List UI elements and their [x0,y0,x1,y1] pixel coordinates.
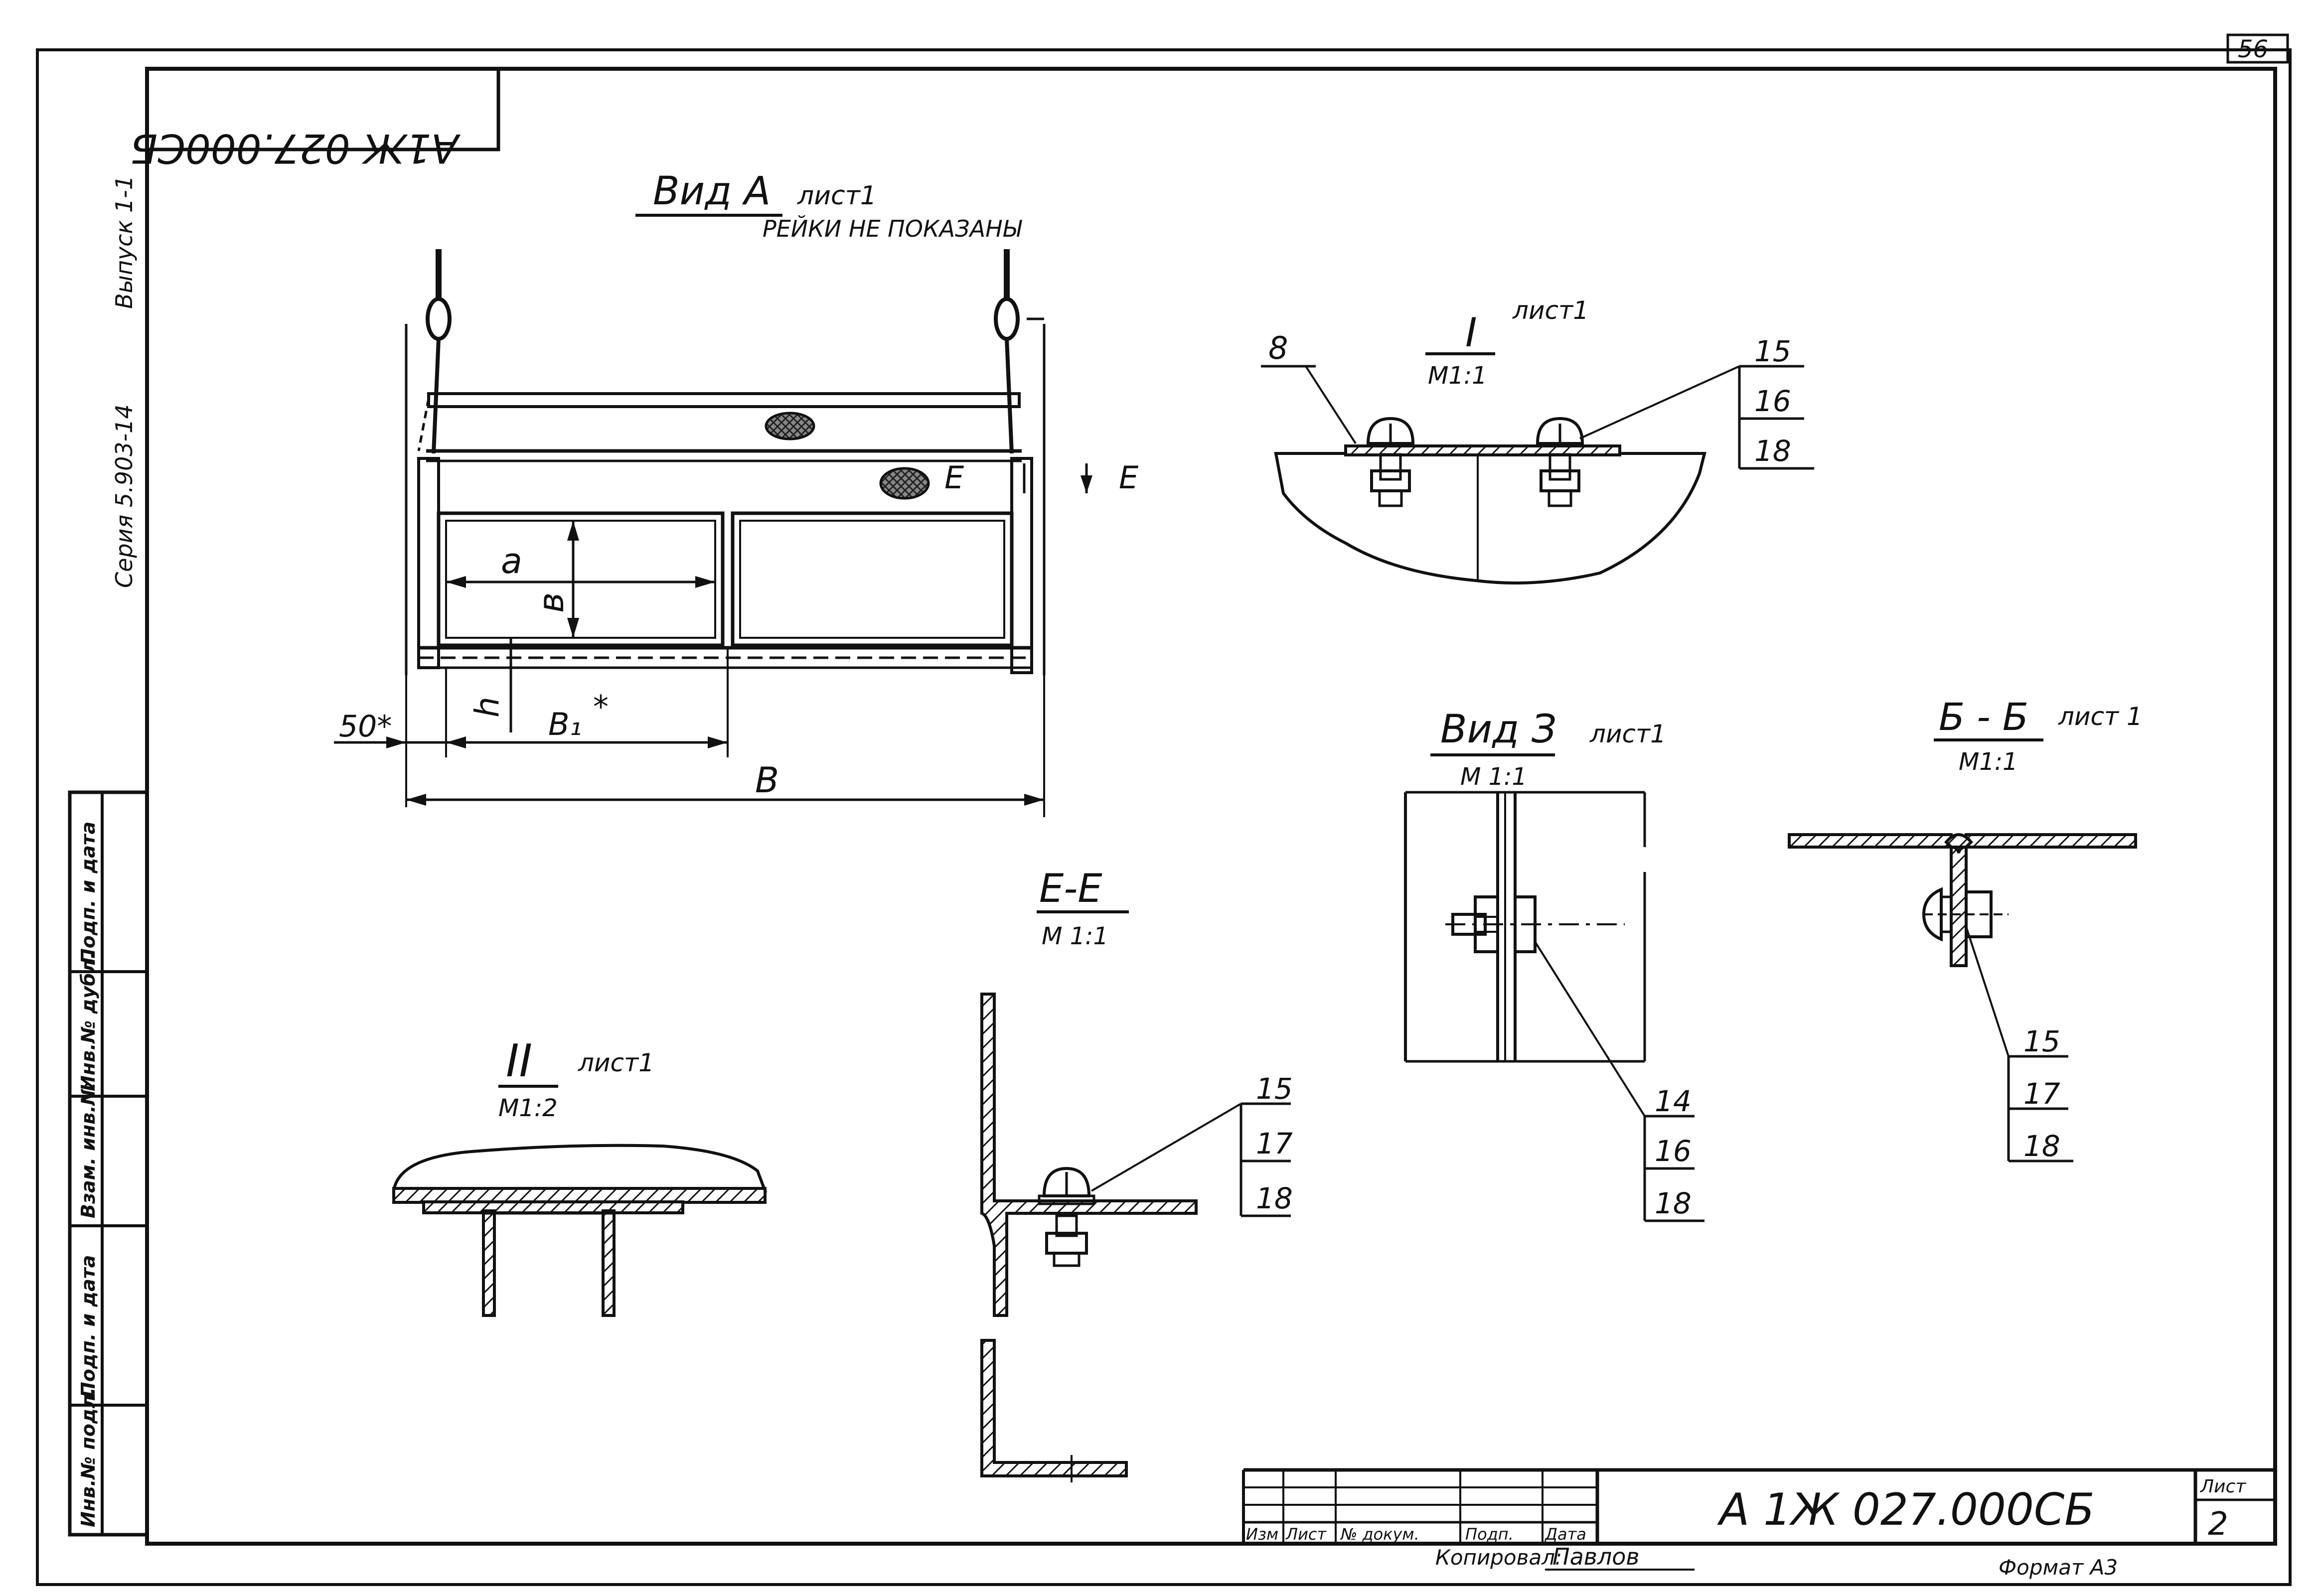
dim-total-b: B [755,760,779,801]
detail-1-callout-16: 16 [1754,384,1791,418]
inner-frame [145,67,2277,1546]
title-block: Изм Лист № докум. Подп. Дата А 1Ж 027.00… [1242,1468,2275,1580]
dim-b1-star: * [593,689,609,725]
section-ee-angle-bottom [980,1339,1128,1477]
dim-b: в [531,592,572,613]
detail-1-bolt-left [1366,417,1415,507]
section-ee: Е-Е М 1:1 15 17 18 [980,867,1293,1482]
hanger-left [417,249,452,454]
side-series: Серия 5.903-14 [111,404,138,588]
hanger-right [994,249,1020,454]
detail-1-label-8: 8 [1268,330,1288,366]
section-mark-e: Е [944,459,964,496]
view-3-title: Вид З [1440,707,1556,752]
section-ee-callout-18: 18 [1256,1181,1293,1215]
view-3-callout-16: 16 [1655,1134,1692,1168]
stamp-col-5: Подп. и дата [77,822,99,964]
section-ee-callout-17: 17 [1256,1127,1293,1161]
stamp-col-4: Инв.№ дубл. [77,952,99,1091]
detail-1-callouts: 15 16 18 [1738,334,1814,470]
section-bb-tee [1788,833,2137,967]
view-3-callouts: 14 16 18 [1643,1084,1704,1222]
view-3-sheet: лист1 [1589,720,1666,748]
section-bb-title: Б - Б [1939,695,2028,739]
mesh-patch [879,467,930,500]
detail-1-bolt-right [1536,417,1584,507]
tb-sheet-label: Лист [2199,1476,2246,1497]
mesh-patch [765,412,815,440]
detail-2-title: II [506,1035,532,1087]
tb-header-izm: Изм [1246,1525,1278,1544]
section-bb: Б - Б лист 1 М1:1 15 17 18 [1788,695,2143,1163]
side-stamp: Серия 5.903-14 Выпуск 1-1 [111,175,138,588]
view-3-callout-14: 14 [1655,1084,1692,1118]
mirrored-code: А1Ж 027.000СБ [130,125,461,171]
dim-50: 50* [339,709,392,744]
view-a-title: Вид А [653,169,771,214]
page-number-box: 56 [2226,33,2289,64]
detail-1-plate [1344,444,1621,456]
stamp-col-2: Подп. и дата [77,1255,99,1398]
section-bb-bolt [1922,887,2009,942]
tb-code: А 1Ж 027.000СБ [1717,1484,2095,1535]
view-a-note: РЕЙКИ НЕ ПОКАЗАНЫ [763,215,1023,242]
tb-sheet-number: 2 [2208,1506,2228,1543]
mirrored-code-box: А1Ж 027.000СБ [130,69,500,171]
section-ee-bolt [1038,1166,1095,1267]
tb-header-sign: Подп. [1465,1525,1514,1544]
left-stamp: Инв.№ подл. Подп. и дата Взам. инв.№ Инв… [68,790,149,1537]
view-3: Вид З лист1 М 1:1 14 16 18 [1404,707,1704,1222]
tb-format: Формат А3 [1999,1555,2118,1580]
tb-copied-label: Копировал: [1435,1545,1562,1570]
section-ee-scale: М 1:1 [1042,922,1108,950]
view-3-bolt [1451,895,1537,953]
detail-1-scale: М1:1 [1428,362,1487,390]
detail-1-title: I [1465,309,1477,356]
view-3-callout-18: 18 [1655,1186,1692,1220]
tb-header-date: Дата [1544,1525,1586,1544]
section-bb-callout-15: 15 [2023,1024,2060,1058]
section-bb-sheet: лист 1 [2058,702,2143,731]
page-number: 56 [2238,35,2268,63]
detail-2-scale: М1:2 [498,1094,558,1122]
detail-1-callout-15: 15 [1754,334,1791,368]
dim-a: a [501,541,522,581]
view-3-scale: М 1:1 [1460,763,1527,791]
side-issue: Выпуск 1-1 [111,175,138,309]
section-ee-callout-15: 15 [1256,1072,1293,1106]
detail-1-sheet: лист1 [1512,296,1589,325]
section-ee-callouts: 15 17 18 [1239,1072,1293,1217]
tb-copied-by: Павлов [1552,1543,1640,1570]
dim-h: h [468,697,506,718]
detail-2-sheet: лист1 [578,1048,654,1077]
section-bb-callout-18: 18 [2023,1129,2060,1163]
section-ee-angle-top [980,993,1198,1317]
stamp-col-1: Инв.№ подл. [77,1387,99,1527]
tb-header-doc: № докум. [1340,1525,1419,1544]
dim-b1: B₁ [548,706,582,742]
detail-2-plate [392,1187,767,1204]
detail-1: I лист1 М1:1 8 15 [1261,296,1814,584]
section-bb-callouts: 15 17 18 [2007,1024,2073,1163]
section-bb-callout-17: 17 [2023,1077,2060,1111]
section-ee-title: Е-Е [1039,867,1102,911]
view-a: Вид А лист1 РЕЙКИ НЕ ПОКАЗАНЫ [334,169,1139,817]
detail-1-callout-18: 18 [1754,434,1791,468]
tb-header-list: Лист [1285,1525,1327,1544]
section-bb-scale: М1:1 [1959,748,2018,776]
outer-frame [36,48,2292,1586]
stamp-col-3: Взам. инв.№ [77,1083,99,1219]
view-a-sheet: лист1 [797,181,877,211]
section-mark-e2: Е [1119,459,1139,496]
detail-2: II лист1 М1:2 [392,1035,768,1317]
detail-2-strip [422,1200,684,1214]
